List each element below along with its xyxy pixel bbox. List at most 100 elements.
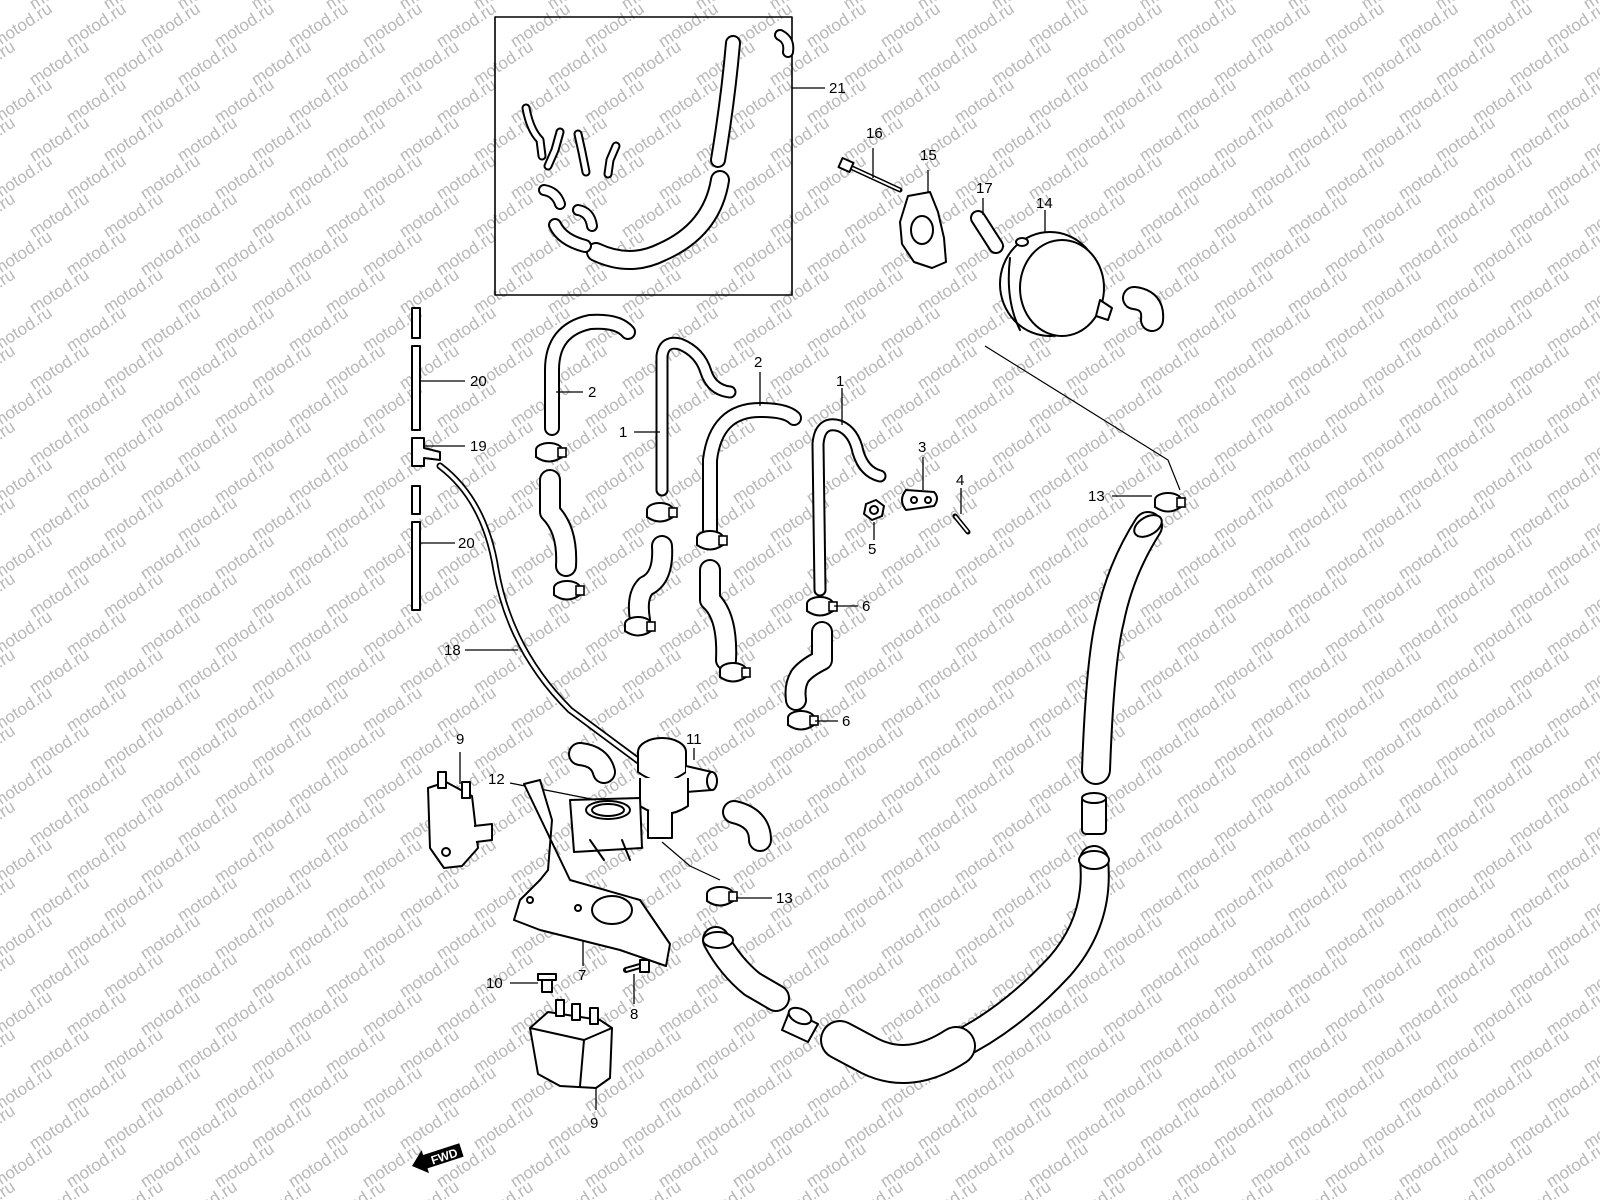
watermark-text: motod.ru xyxy=(396,1177,463,1200)
callout-5: 5 xyxy=(868,541,876,558)
callout-14: 14 xyxy=(1036,195,1053,212)
watermark-text: motod.ru xyxy=(0,1101,18,1153)
main-air-hose-right xyxy=(1081,511,1163,785)
hose-elbow-mid-small xyxy=(722,800,772,852)
watermark-text: motod.ru xyxy=(0,0,18,13)
watermark-text: motod.ru xyxy=(0,417,18,469)
callout-20-lower: 20 xyxy=(458,535,475,552)
watermark-text: motod.ru xyxy=(0,721,18,773)
watermark-text: motod.ru xyxy=(692,1177,759,1200)
part-8-bolt xyxy=(623,959,650,1004)
part-12-holder xyxy=(509,782,643,861)
part-20-pipe-lower xyxy=(411,485,455,611)
watermark-text: motod.ru xyxy=(174,1177,241,1200)
callout-18: 18 xyxy=(444,642,461,659)
watermark-text: motod.ru xyxy=(766,1177,833,1200)
hose-short-a1 xyxy=(539,469,578,577)
callout-9-lower: 9 xyxy=(590,1115,598,1132)
watermark-text: motod.ru xyxy=(0,569,18,621)
watermark-text: motod.ru xyxy=(0,645,18,697)
part-10-screw xyxy=(510,973,557,993)
watermark-text: motod.ru xyxy=(470,1177,537,1200)
callout-7: 7 xyxy=(578,967,586,984)
watermark-text: motod.ru xyxy=(544,1177,611,1200)
watermark-text: motod.ru xyxy=(0,113,18,165)
watermark-text: motod.ru xyxy=(26,1177,93,1200)
hose-lower-left xyxy=(702,926,790,1012)
part-4-stud xyxy=(952,488,971,535)
watermark-text: motod.ru xyxy=(0,265,18,317)
part-5-nut xyxy=(863,499,885,540)
hose-joint-lower xyxy=(781,1006,819,1043)
watermark-text: motod.ru xyxy=(914,1177,981,1200)
callout-3: 3 xyxy=(918,439,926,456)
callout-1-right: 1 xyxy=(836,373,844,390)
part-2-hose-right xyxy=(702,372,802,538)
watermark-text: motod.ru xyxy=(840,1177,907,1200)
main-air-hose-lower xyxy=(820,845,1110,1084)
part-1-hose-right xyxy=(811,388,887,597)
part-14-air-valve xyxy=(999,210,1165,337)
part-9-solenoid-upper xyxy=(427,752,493,869)
part-21-hose-kit xyxy=(494,16,825,296)
part-7-bracket xyxy=(513,779,671,967)
callout-6-lower: 6 xyxy=(842,713,850,730)
part-17-spacer xyxy=(970,198,1004,254)
watermark-text: motod.ru xyxy=(0,873,18,925)
part-16-bolt xyxy=(837,148,903,193)
part-19-tee-joint xyxy=(411,437,465,467)
callout-labels: 21 16 15 17 14 20 19 20 2 1 2 1 3 4 5 13… xyxy=(444,80,1105,1132)
watermark-text: motod.ru xyxy=(0,797,18,849)
watermark-text: motod.ru xyxy=(988,1177,1055,1200)
callout-16: 16 xyxy=(866,125,883,142)
watermark-text: motod.ru xyxy=(1580,1177,1600,1200)
callout-6-upper: 6 xyxy=(862,598,870,615)
callout-9-upper: 9 xyxy=(456,731,464,748)
hose-elbow-d1 xyxy=(784,621,833,711)
part-20-pipe-upper xyxy=(411,307,465,431)
watermark-text: motod.ru xyxy=(1210,1177,1277,1200)
watermark-text: motod.ru xyxy=(618,1177,685,1200)
callout-2-right: 2 xyxy=(754,354,762,371)
part-9-solenoid-lower xyxy=(529,999,613,1110)
hose-short-c1 xyxy=(699,559,738,671)
watermark-text: motod.ru xyxy=(0,341,18,393)
part-2-hose-left xyxy=(544,313,636,436)
callout-1-left: 1 xyxy=(619,424,627,441)
callout-11: 11 xyxy=(686,731,702,748)
callout-20-upper: 20 xyxy=(470,373,487,390)
callout-10: 10 xyxy=(486,975,503,992)
part-3-gasket xyxy=(901,457,938,511)
watermark-text: motod.ru xyxy=(1506,1177,1573,1200)
callout-2-left: 2 xyxy=(588,384,596,401)
callout-19: 19 xyxy=(470,438,487,455)
watermark-text: motod.ru xyxy=(0,1025,18,1077)
watermark-text: motod.ru xyxy=(1062,1177,1129,1200)
watermark-text: motod.ru xyxy=(100,1177,167,1200)
part-15-bracket xyxy=(899,170,947,269)
watermark-text: motod.ru xyxy=(0,949,18,1001)
watermark-text: motod.ru xyxy=(1136,1177,1203,1200)
part-18-vacuum-tube xyxy=(436,462,644,766)
callout-15: 15 xyxy=(920,147,937,164)
callout-8: 8 xyxy=(630,1006,638,1023)
part-11-air-cut-valve xyxy=(637,737,718,839)
callout-13-upper: 13 xyxy=(1088,488,1105,505)
callout-21: 21 xyxy=(829,80,846,97)
watermark-text: motod.ru xyxy=(1432,1177,1499,1200)
hose-joint-right xyxy=(1081,792,1107,835)
hose-elbow-top-small xyxy=(568,742,616,784)
part-1-hose-left xyxy=(634,336,737,497)
callout-4: 4 xyxy=(956,472,964,489)
callout-12: 12 xyxy=(488,771,505,788)
arrow-left-icon xyxy=(412,1143,464,1174)
watermark-text: motod.ru xyxy=(0,189,18,241)
hose-elbow-b1 xyxy=(627,535,674,631)
watermark-text: motod.ru xyxy=(322,1177,389,1200)
watermark-text: motod.ru xyxy=(1358,1177,1425,1200)
callout-13-lower: 13 xyxy=(776,890,793,907)
watermark-text: motod.ru xyxy=(248,1177,315,1200)
watermark-text: motod.ru xyxy=(0,493,18,545)
watermark-text: motod.ru xyxy=(0,37,18,89)
